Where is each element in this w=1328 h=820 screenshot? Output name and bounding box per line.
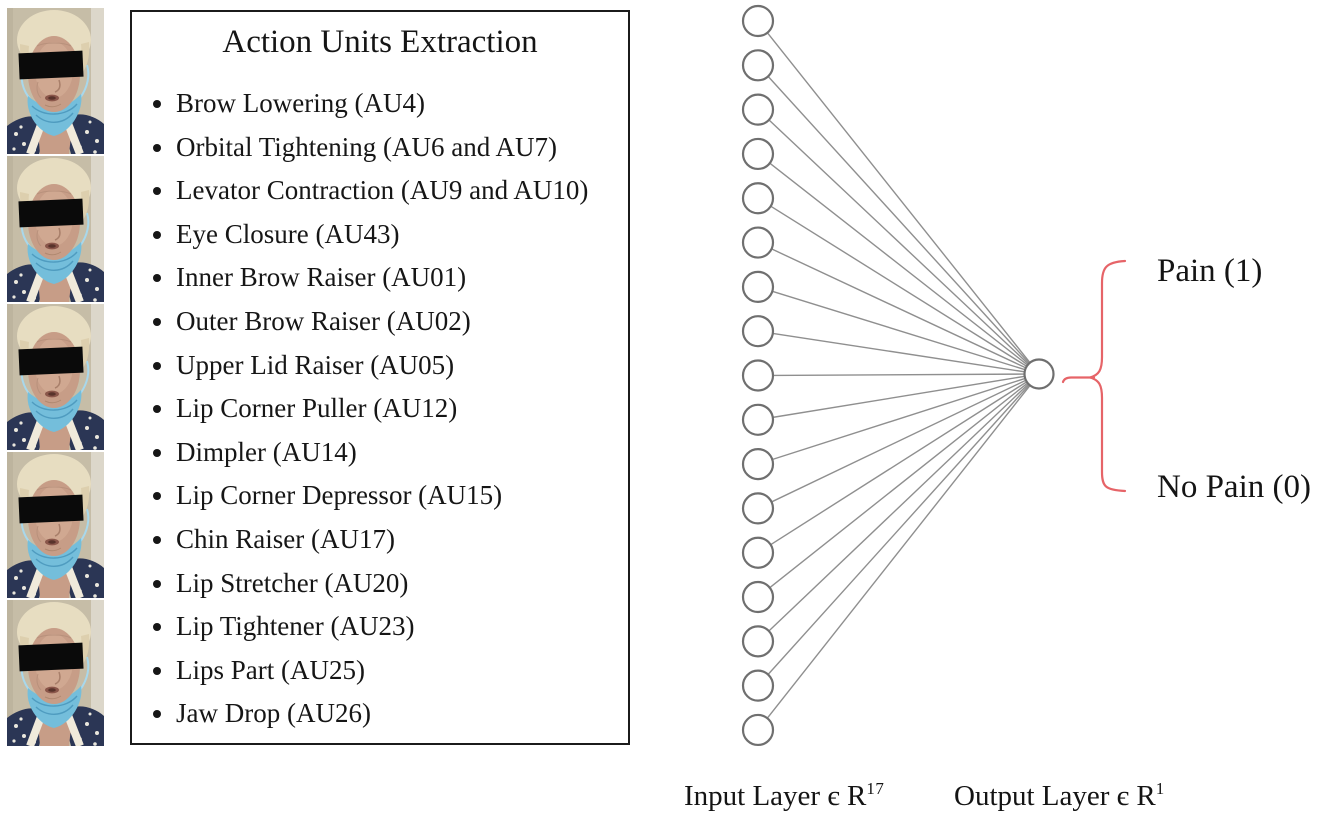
edge-line: [770, 205, 1028, 367]
edge-line: [772, 332, 1025, 373]
input-node: [741, 359, 775, 392]
edge-line: [770, 381, 1028, 546]
input-node: [741, 492, 775, 525]
action-unit-item: Orbital Tightening (AU6 and AU7): [176, 126, 628, 170]
action-unit-item: Lip Corner Puller (AU12): [176, 387, 628, 431]
output-brace-arm: [1061, 376, 1096, 384]
pain-label: Pain (1): [1157, 253, 1263, 289]
edge-line: [769, 162, 1029, 366]
action-unit-item: Jaw Drop (AU26): [176, 692, 628, 736]
action-unit-item: Dimpler (AU14): [176, 431, 628, 475]
input-node: [741, 270, 775, 303]
edge-line: [768, 383, 1029, 632]
action-unit-item: Outer Brow Raiser (AU02): [176, 300, 628, 344]
edge-line: [772, 290, 1026, 371]
edge-line: [767, 384, 1030, 675]
output-layer-text: Output Layer є R: [954, 780, 1156, 812]
edge-line: [772, 375, 1025, 419]
input-layer-label: Input Layer є R17: [684, 779, 884, 813]
input-node: [741, 536, 775, 569]
output-node: [1023, 358, 1055, 390]
action-unit-item: Chin Raiser (AU17): [176, 518, 628, 562]
input-node: [741, 448, 775, 481]
action-unit-item: Inner Brow Raiser (AU01): [176, 256, 628, 300]
edge-line: [768, 119, 1029, 365]
input-node: [741, 93, 775, 126]
action-unit-item: Lips Part (AU25): [176, 649, 628, 693]
input-node: [741, 182, 775, 215]
edge-line: [766, 32, 1031, 364]
action-unit-item: Lip Corner Depressor (AU15): [176, 474, 628, 518]
action-unit-item: Brow Lowering (AU4): [176, 82, 628, 126]
edge-line: [766, 384, 1031, 719]
input-node: [741, 49, 775, 82]
edge-line: [767, 75, 1030, 364]
action-units-list: Brow Lowering (AU4)Orbital Tightening (A…: [132, 82, 628, 736]
input-node: [741, 4, 775, 38]
input-node: [741, 315, 775, 348]
edge-line: [772, 373, 1025, 377]
input-layer-superscript: 17: [866, 779, 885, 798]
output-brace: [1085, 259, 1127, 493]
action-unit-item: Levator Contraction (AU9 and AU10): [176, 169, 628, 213]
output-layer-superscript: 1: [1155, 779, 1165, 798]
edge-line: [771, 379, 1027, 503]
action-unit-item: Eye Closure (AU43): [176, 213, 628, 257]
input-node: [741, 580, 775, 614]
input-node: [741, 137, 775, 171]
action-unit-item: Lip Tightener (AU23): [176, 605, 628, 649]
action-unit-item: Upper Lid Raiser (AU05): [176, 344, 628, 388]
edge-line: [769, 382, 1029, 589]
input-layer-text: Input Layer є R: [684, 780, 867, 812]
input-node: [741, 669, 775, 702]
no-pain-label: No Pain (0): [1157, 469, 1311, 505]
input-node: [741, 403, 775, 436]
action-unit-item: Lip Stretcher (AU20): [176, 562, 628, 606]
input-node: [741, 625, 775, 658]
input-node: [741, 226, 775, 259]
action-units-panel: Action Units Extraction Brow Lowering (A…: [130, 10, 630, 745]
edge-line: [772, 377, 1026, 461]
edge-line: [771, 248, 1027, 369]
input-node: [741, 713, 775, 747]
output-layer-label: Output Layer є R1: [954, 779, 1165, 813]
action-units-title: Action Units Extraction: [222, 24, 538, 60]
